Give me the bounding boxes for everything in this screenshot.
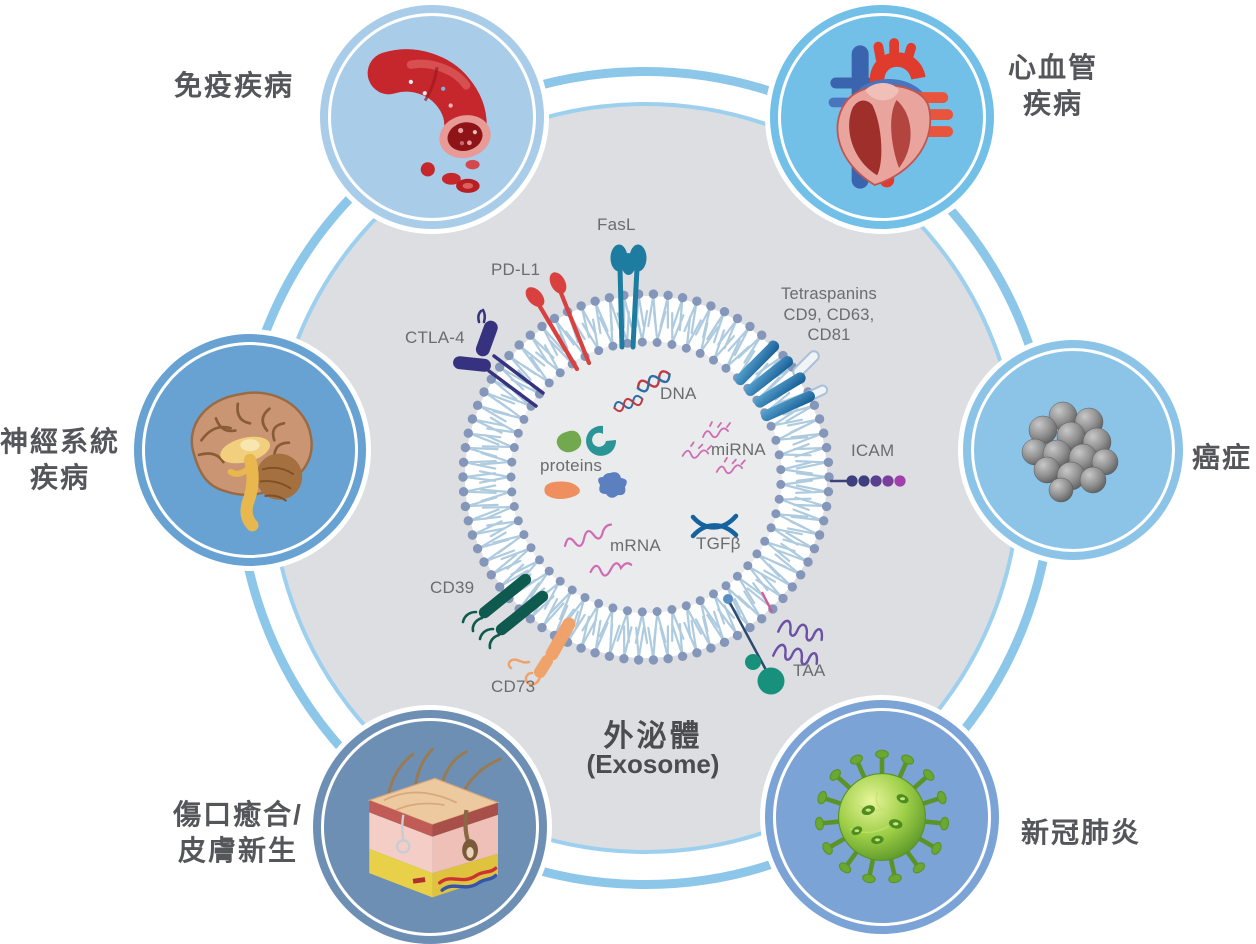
blood-vessel-icon: [367, 48, 491, 193]
label-ctla4: CTLA-4: [405, 328, 465, 347]
circle-immune-disease: [320, 5, 544, 229]
label-icam: ICAM: [851, 441, 895, 460]
label-mirna: miRNA: [711, 440, 766, 459]
label-cd39: CD39: [430, 578, 475, 597]
label-cd73: CD73: [491, 677, 536, 696]
label-immune-disease: 免疫疾病: [173, 70, 294, 101]
heart-icon: [828, 38, 954, 189]
label-tgfb: TGFβ: [696, 534, 741, 553]
circle-covid19: [765, 700, 999, 934]
label-tetraspanins: Tetraspanins CD9, CD63, CD81: [781, 285, 877, 345]
tumor-icon: [1021, 401, 1119, 503]
exosome-title-en: (Exosome): [586, 749, 720, 779]
label-neurological-disease: 神經系統 疾病: [0, 426, 120, 494]
label-proteins: proteins: [540, 456, 603, 475]
exosome-title-zh: 外泌體: [603, 720, 703, 753]
label-taa: TAA: [793, 661, 826, 680]
label-covid19: 新冠肺炎: [1020, 817, 1141, 848]
label-wound-healing: 傷口癒合/ 皮膚新生: [173, 799, 303, 867]
label-cancer: 癌症: [1191, 442, 1252, 473]
label-cardiovascular-disease: 心血管 疾病: [1007, 52, 1098, 120]
coronavirus-icon: [814, 749, 950, 884]
circle-cardiovascular-disease: [770, 5, 994, 229]
circle-neurological-disease: [134, 334, 366, 566]
label-mrna: mRNA: [610, 536, 661, 555]
brain-icon: [190, 391, 313, 532]
skin-icon: [367, 747, 502, 898]
label-pdl1: PD-L1: [491, 260, 541, 279]
circle-cancer: [963, 340, 1183, 560]
label-dna: DNA: [660, 384, 697, 403]
label-fasl: FasL: [597, 215, 636, 234]
circle-wound-healing: [313, 710, 547, 944]
